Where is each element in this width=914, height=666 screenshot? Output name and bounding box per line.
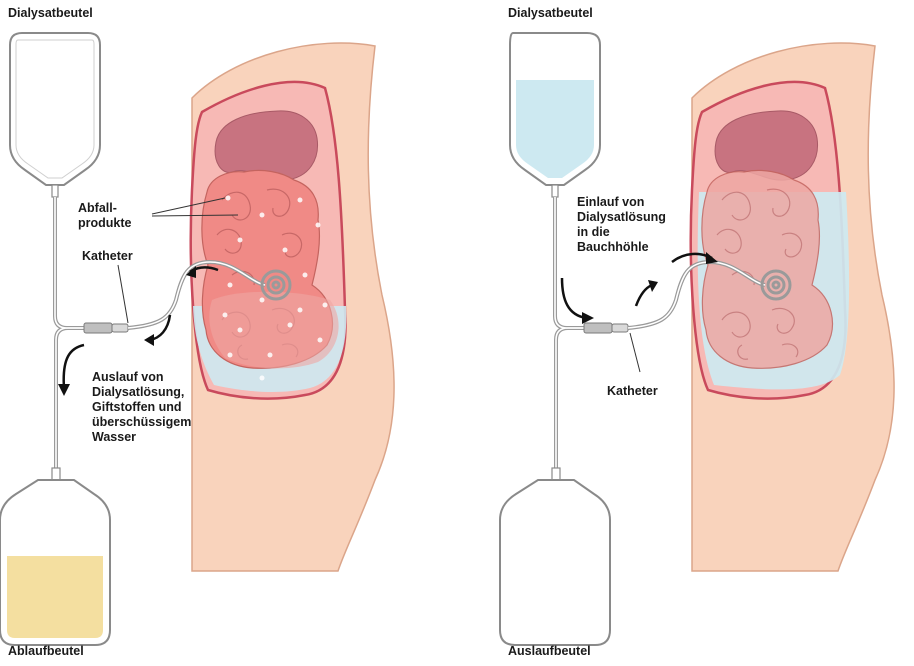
left-waste-label: Abfall- produkte [78, 201, 131, 231]
right-bottom-bag [500, 480, 610, 645]
left-connector [84, 323, 128, 333]
left-tubing [55, 197, 84, 470]
left-bottom-bag-label: Ablaufbeutel [8, 644, 84, 659]
left-outflow-label-line: überschüssigem [92, 415, 191, 430]
left-outflow-label: Auslauf von Dialysatlösung, Giftstoffen … [92, 370, 191, 445]
right-dialysate-fluid [516, 80, 594, 178]
right-inflow-label: Einlauf von Dialysatlösung in die Bauchh… [577, 195, 666, 255]
right-intestines [702, 170, 833, 368]
right-panel [500, 33, 894, 645]
left-top-bag [10, 33, 100, 185]
right-connector [584, 323, 628, 333]
left-top-bag-label: Dialysatbeutel [8, 6, 93, 21]
left-drain-arrow [64, 345, 84, 388]
left-outflow-label-line: Wasser [92, 430, 191, 445]
left-outflow-label-line: Giftstoffen und [92, 400, 191, 415]
left-waste-label-line: Abfall- [78, 201, 131, 216]
right-inflow-arrow-1 [562, 278, 586, 318]
right-catheter-leader [630, 333, 640, 372]
right-inflow-label-line: Bauchhöhle [577, 240, 666, 255]
right-top-bag-label: Dialysatbeutel [508, 6, 593, 21]
left-outflow-label-line: Auslauf von [92, 370, 191, 385]
left-outflow-label-line: Dialysatlösung, [92, 385, 191, 400]
left-waste-fluid [7, 556, 103, 638]
right-inflow-label-line: Dialysatlösung [577, 210, 666, 225]
right-inflow-label-line: Einlauf von [577, 195, 666, 210]
right-catheter-label: Katheter [607, 384, 658, 399]
right-inflow-arrow-2 [636, 285, 652, 306]
left-catheter-label: Katheter [82, 249, 133, 264]
left-waste-label-line: produkte [78, 216, 131, 231]
right-bottom-bag-label: Auslaufbeutel [508, 644, 591, 659]
right-inflow-label-line: in die [577, 225, 666, 240]
left-panel [0, 33, 394, 645]
